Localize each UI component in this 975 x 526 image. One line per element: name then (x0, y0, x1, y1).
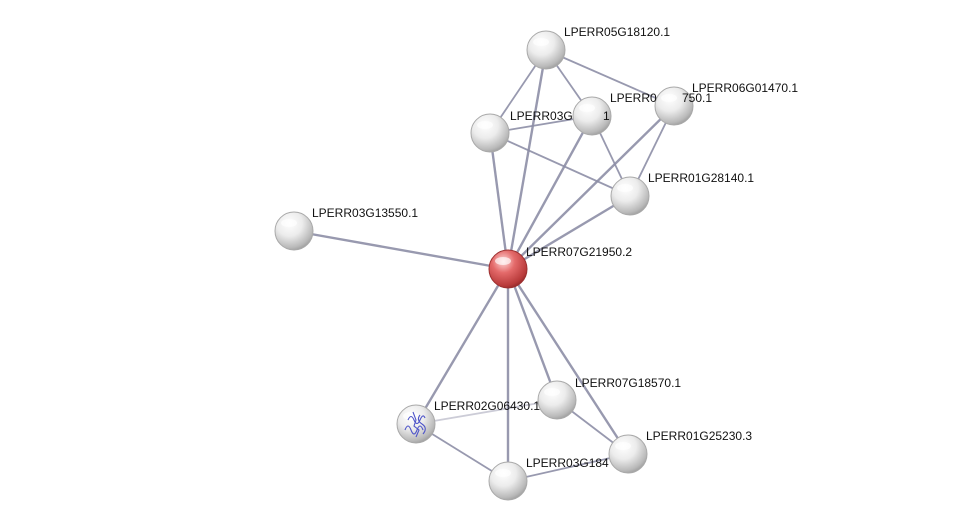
node-label-n01g25230: LPERR01G25230.3 (646, 429, 752, 443)
node-n03g_a[interactable] (470, 113, 510, 153)
node-label-n0x: LPERR0 (610, 91, 657, 105)
node-label-n07g21950: LPERR07G21950.2 (526, 245, 632, 259)
node-n0x[interactable] (572, 96, 612, 136)
node-n01g25230[interactable] (608, 434, 648, 474)
node-sphere[interactable] (488, 461, 528, 501)
edge-n07g21950-n01g28140[interactable] (507, 194, 631, 271)
node-highlight (533, 38, 549, 46)
edge-n07g21950-n03g_a[interactable] (488, 132, 510, 270)
node-n07g18570[interactable] (537, 380, 577, 420)
node-highlight (617, 184, 633, 192)
protein-structure-icon (404, 411, 426, 438)
node-n01g28140[interactable] (610, 176, 650, 216)
edge-n07g21950-n06g01470[interactable] (507, 105, 675, 270)
node-n06g01470[interactable] (654, 86, 694, 126)
edge-n02g06430-n07g18570[interactable] (415, 399, 558, 425)
node-highlight (615, 442, 631, 450)
node-label-n0x_tail: 750.1 (682, 91, 712, 105)
node-sphere[interactable] (537, 380, 577, 420)
edge-n07g21950-n0x[interactable] (506, 115, 594, 270)
edge-n07g21950-n07g18570[interactable] (506, 268, 559, 401)
node-highlight (281, 219, 297, 227)
edge-n07g21950-n03g13550[interactable] (293, 229, 509, 271)
node-sphere[interactable] (396, 404, 436, 444)
node-highlight (661, 94, 677, 102)
node-n03g13550[interactable] (274, 211, 314, 251)
node-highlight (579, 104, 595, 112)
node-label-n02g06430: LPERR02G06430.1 (434, 399, 540, 413)
node-highlight (495, 257, 511, 265)
node-label-n03g_a: LPERR03G (510, 109, 573, 123)
node-label-n07g18570: LPERR07G18570.1 (575, 376, 681, 390)
node-sphere[interactable] (274, 211, 314, 251)
edge-n07g21950-n02g06430[interactable] (414, 268, 510, 425)
node-n02g06430[interactable] (396, 404, 436, 444)
edge-n03g_a-n01g28140[interactable] (489, 132, 631, 197)
node-sphere[interactable] (608, 434, 648, 474)
node-n05g18120[interactable] (526, 30, 566, 70)
node-highlight (544, 388, 560, 396)
edge-n05g18120-n06g01470[interactable] (545, 49, 675, 107)
node-label-n06g01470: LPERR06G01470.1 (692, 81, 798, 95)
node-label-n03g_a_tail: 1 (603, 109, 610, 123)
node-label-n01g28140: LPERR01G28140.1 (648, 171, 754, 185)
node-n03g184[interactable] (488, 461, 528, 501)
nodes-layer (274, 30, 694, 501)
edge-n07g21950-n01g25230[interactable] (506, 268, 630, 455)
node-highlight (495, 469, 511, 477)
node-highlight (477, 121, 493, 129)
query-node-sphere[interactable] (488, 249, 528, 289)
node-label-n05g18120: LPERR05G18120.1 (564, 25, 670, 39)
node-n07g21950[interactable] (488, 249, 528, 289)
edge-n07g21950-n05g18120[interactable] (506, 49, 548, 270)
node-sphere[interactable] (470, 113, 510, 153)
node-sphere[interactable] (526, 30, 566, 70)
node-label-n03g13550: LPERR03G13550.1 (312, 206, 418, 220)
edge-n03g184-n01g25230[interactable] (507, 453, 629, 482)
node-sphere[interactable] (610, 176, 650, 216)
node-label-n03g184: LPERR03G184 (526, 456, 609, 470)
